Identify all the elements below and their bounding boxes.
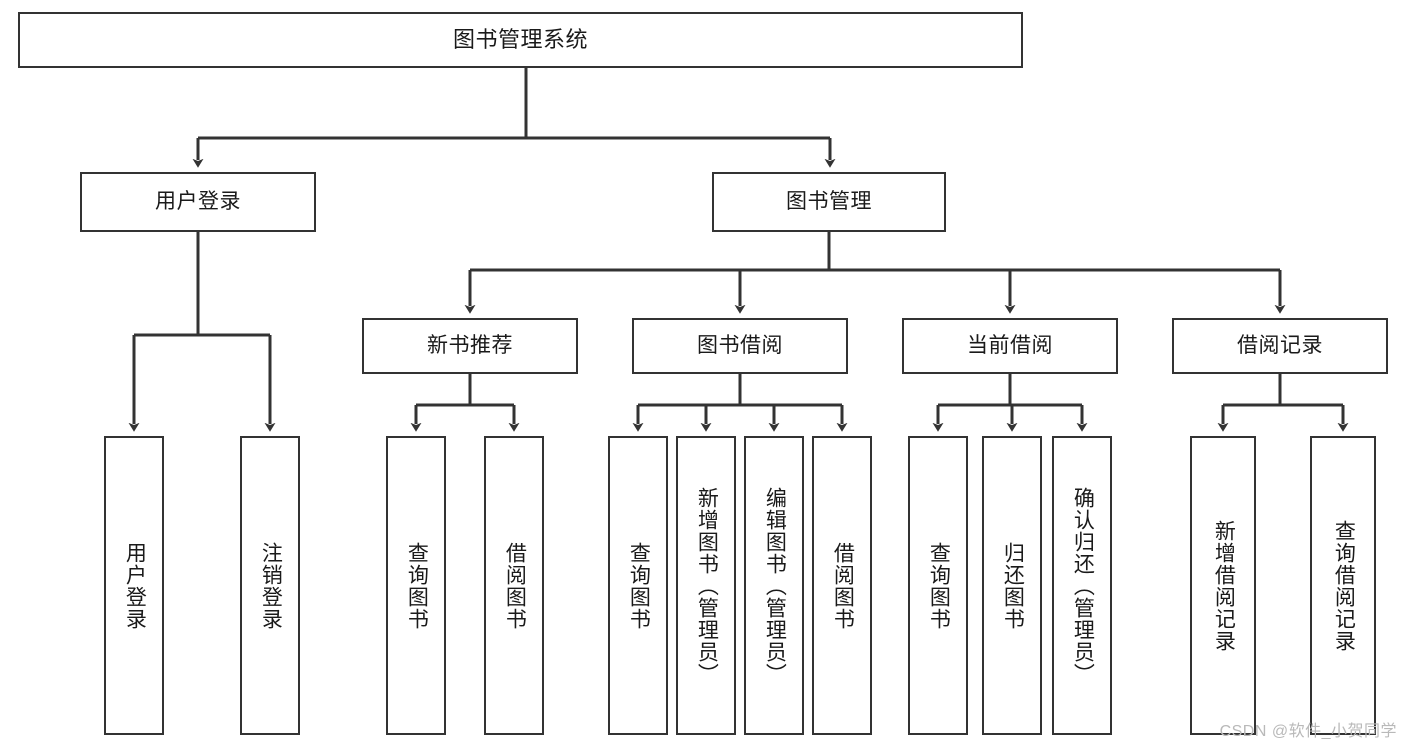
node-label: 新增借阅记录 (1212, 519, 1236, 652)
node-label: 用户登录 (155, 189, 241, 213)
node-label: 图书管理 (786, 189, 872, 213)
node-current-borrow[interactable]: 当前借阅 (902, 318, 1118, 374)
csdn-watermark: CSDN @软件_小贺同学 (1219, 723, 1397, 740)
node-user-login[interactable]: 用户登录 (80, 172, 316, 232)
node-label: 查询图书 (405, 541, 429, 630)
node-label: 查询图书 (627, 541, 651, 630)
node-leaf-query-book-borrow[interactable]: 查询图书 (608, 436, 668, 735)
node-label: 编辑图书（管理员） (763, 486, 787, 685)
node-label: 用户登录 (123, 541, 147, 630)
node-leaf-add-record[interactable]: 新增借阅记录 (1190, 436, 1256, 735)
node-root-system[interactable]: 图书管理系统 (18, 12, 1023, 68)
node-label: 新增图书（管理员） (695, 486, 719, 685)
node-label: 图书借阅 (697, 333, 783, 357)
node-leaf-borrow-book-rec[interactable]: 借阅图书 (484, 436, 544, 735)
node-label: 借阅图书 (831, 541, 855, 630)
node-label: 图书管理系统 (452, 27, 588, 53)
node-label: 确认归还（管理员） (1071, 486, 1095, 685)
node-leaf-return-book[interactable]: 归还图书 (982, 436, 1042, 735)
node-leaf-query-record[interactable]: 查询借阅记录 (1310, 436, 1376, 735)
node-leaf-query-book-current[interactable]: 查询图书 (908, 436, 968, 735)
node-label: 查询图书 (927, 541, 951, 630)
node-book-manage[interactable]: 图书管理 (712, 172, 946, 232)
node-leaf-add-book[interactable]: 新增图书（管理员） (676, 436, 736, 735)
node-leaf-borrow-book[interactable]: 借阅图书 (812, 436, 872, 735)
node-book-borrow[interactable]: 图书借阅 (632, 318, 848, 374)
node-label: 注销登录 (259, 541, 283, 630)
node-leaf-user-login[interactable]: 用户登录 (104, 436, 164, 735)
node-label: 当前借阅 (967, 333, 1053, 357)
node-label: 归还图书 (1001, 541, 1025, 630)
node-borrow-record[interactable]: 借阅记录 (1172, 318, 1388, 374)
node-leaf-user-logout[interactable]: 注销登录 (240, 436, 300, 735)
node-label: 查询借阅记录 (1332, 519, 1356, 652)
node-label: 新书推荐 (427, 333, 513, 357)
node-leaf-edit-book[interactable]: 编辑图书（管理员） (744, 436, 804, 735)
node-label: 借阅图书 (503, 541, 527, 630)
node-leaf-confirm-return[interactable]: 确认归还（管理员） (1052, 436, 1112, 735)
node-label: 借阅记录 (1237, 333, 1323, 357)
node-new-book-rec[interactable]: 新书推荐 (362, 318, 578, 374)
node-leaf-query-book-rec[interactable]: 查询图书 (386, 436, 446, 735)
